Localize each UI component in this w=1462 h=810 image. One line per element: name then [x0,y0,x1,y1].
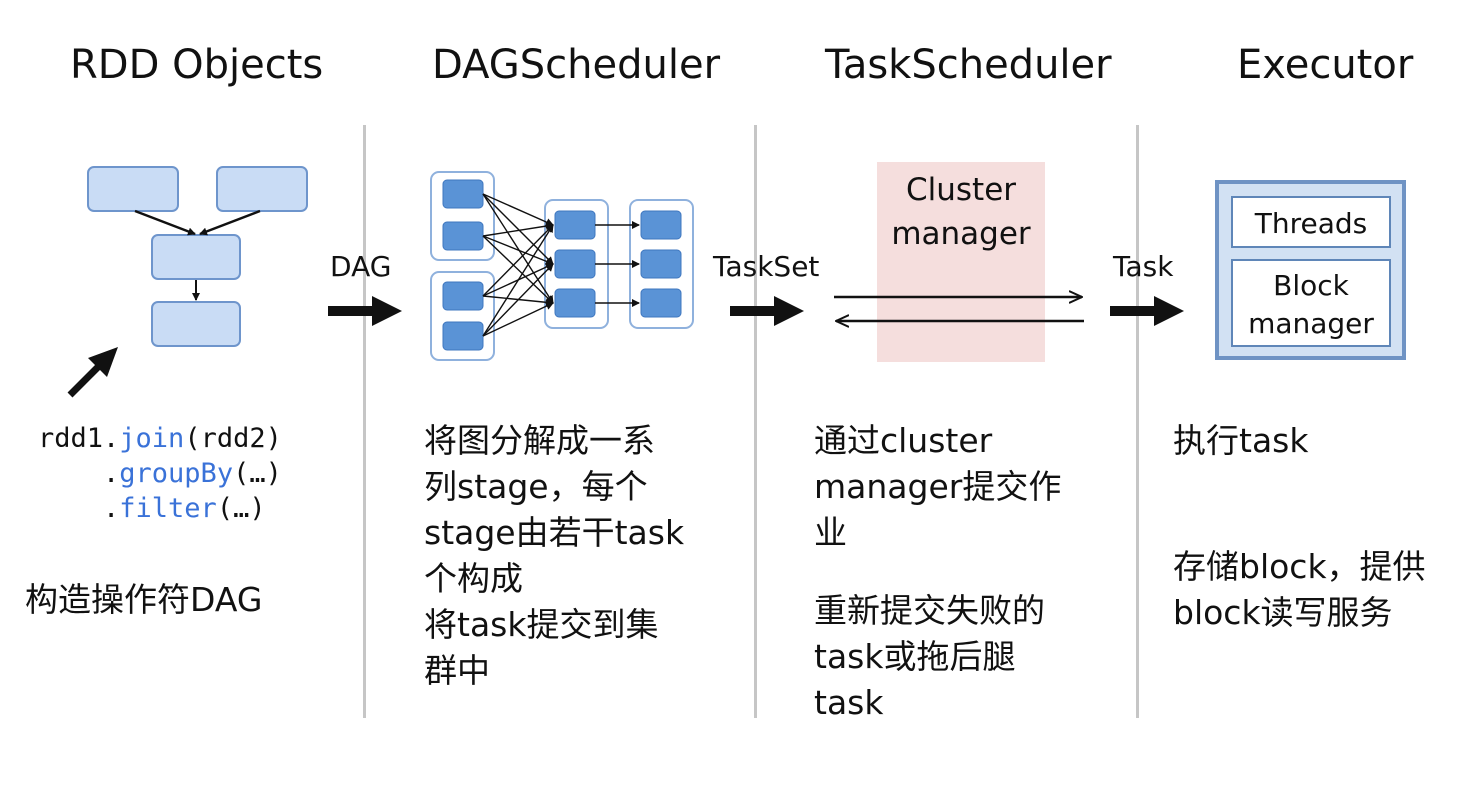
exec-desc2-line: block读写服务 [1173,593,1393,632]
ts-desc2-line: task或拖后腿 [814,637,1016,676]
dag-stages [430,171,694,361]
dag-desc-line: 群中 [424,651,490,690]
code-fn-join: join [119,423,185,454]
stage-edge [482,193,554,265]
task-node [554,210,596,240]
code-line-1: rdd1.join(rdd2) [38,423,282,454]
divider-2 [754,125,757,718]
cluster-manager-line-2: manager [891,216,1031,252]
dag-arrow-label: DAG [330,250,392,283]
cluster-manager-line-1: Cluster [905,172,1017,208]
task-node [442,321,484,351]
taskscheduler-title: TaskScheduler [825,42,1112,88]
block-manager-box: Block manager [1231,259,1391,347]
exec-desc2-line: 存储block，提供 [1173,547,1426,586]
rdd-edge-2 [199,209,261,236]
stage-edge [482,222,554,237]
ts-desc2-line: task [814,683,884,722]
taskset-arrow-label: TaskSet [713,250,820,283]
stage-edge [482,193,554,226]
rdd-node-3 [151,234,241,280]
rdd-node-1 [87,166,179,212]
stage-edge [482,235,554,304]
stage-edge [482,263,554,337]
rdd-edge-1 [134,209,196,236]
rdd-node-2 [216,166,308,212]
executor-description-2: 存储block，提供 block读写服务 [1173,544,1426,636]
dagscheduler-description: 将图分解成一系 列stage，每个 stage由若干task 个构成 将task… [424,418,684,694]
dagscheduler-title: DAGScheduler [432,42,721,88]
taskscheduler-description-2: 重新提交失败的 task或拖后腿 task [814,588,1045,726]
stage-edge [482,235,554,266]
rdd-objects-title: RDD Objects [70,42,324,88]
ts-desc1-line: 通过cluster [814,421,993,460]
executor-title: Executor [1237,42,1414,88]
ts-desc1-line: manager提交作 [814,467,1062,506]
code-line-3: .filter(…) [38,493,266,524]
stage-edge [482,302,554,337]
block-manager-line-1: Block [1273,269,1349,302]
dag-edges [482,193,640,337]
task-node [554,288,596,318]
task-arrow [1110,296,1184,326]
stage-edge [482,224,554,337]
dag-arrow [328,296,402,326]
taskset-arrow [730,296,804,326]
dag-desc-line: 将task提交到集 [424,605,659,644]
dag-desc-line: stage由若干task [424,513,685,552]
task-node [442,281,484,311]
rdd-description: 构造操作符DAG [25,580,263,619]
divider-3 [1136,125,1139,718]
ts-desc1-line: 业 [814,513,847,552]
task-arrow-label: Task [1113,250,1174,283]
block-manager-line-2: manager [1248,307,1374,340]
ts-desc2-line: 重新提交失败的 [814,591,1045,630]
cluster-manager-panel [877,162,1045,362]
rdd-graph [87,166,308,347]
task-node [640,210,682,240]
code-fn-filter: filter [119,493,217,524]
stage-edge [482,193,554,304]
dag-desc-line: 将图分解成一系 [424,421,655,460]
dag-desc-line: 列stage，每个 [424,467,648,506]
code-line-2: .groupBy(…) [38,458,282,489]
rdd-code: rdd1.join(rdd2) .groupBy(…) .filter(…) [38,421,282,526]
executor-description-1: 执行task [1173,421,1309,460]
stage-edge [482,224,554,297]
divider-1 [363,125,366,718]
code-fn-groupby: groupBy [119,458,234,489]
task-node [554,249,596,279]
task-node [442,179,484,209]
threads-label: Threads [1254,207,1368,240]
threads-box: Threads [1231,196,1391,248]
task-node [442,221,484,251]
task-node [640,249,682,279]
cluster-manager-label: Cluster manager [877,168,1045,256]
taskscheduler-description-1: 通过cluster manager提交作 业 [814,418,1061,556]
dag-desc-line: 个构成 [424,559,523,598]
task-node [640,288,682,318]
pointer-arrow [67,347,118,398]
rdd-node-4 [151,301,241,347]
